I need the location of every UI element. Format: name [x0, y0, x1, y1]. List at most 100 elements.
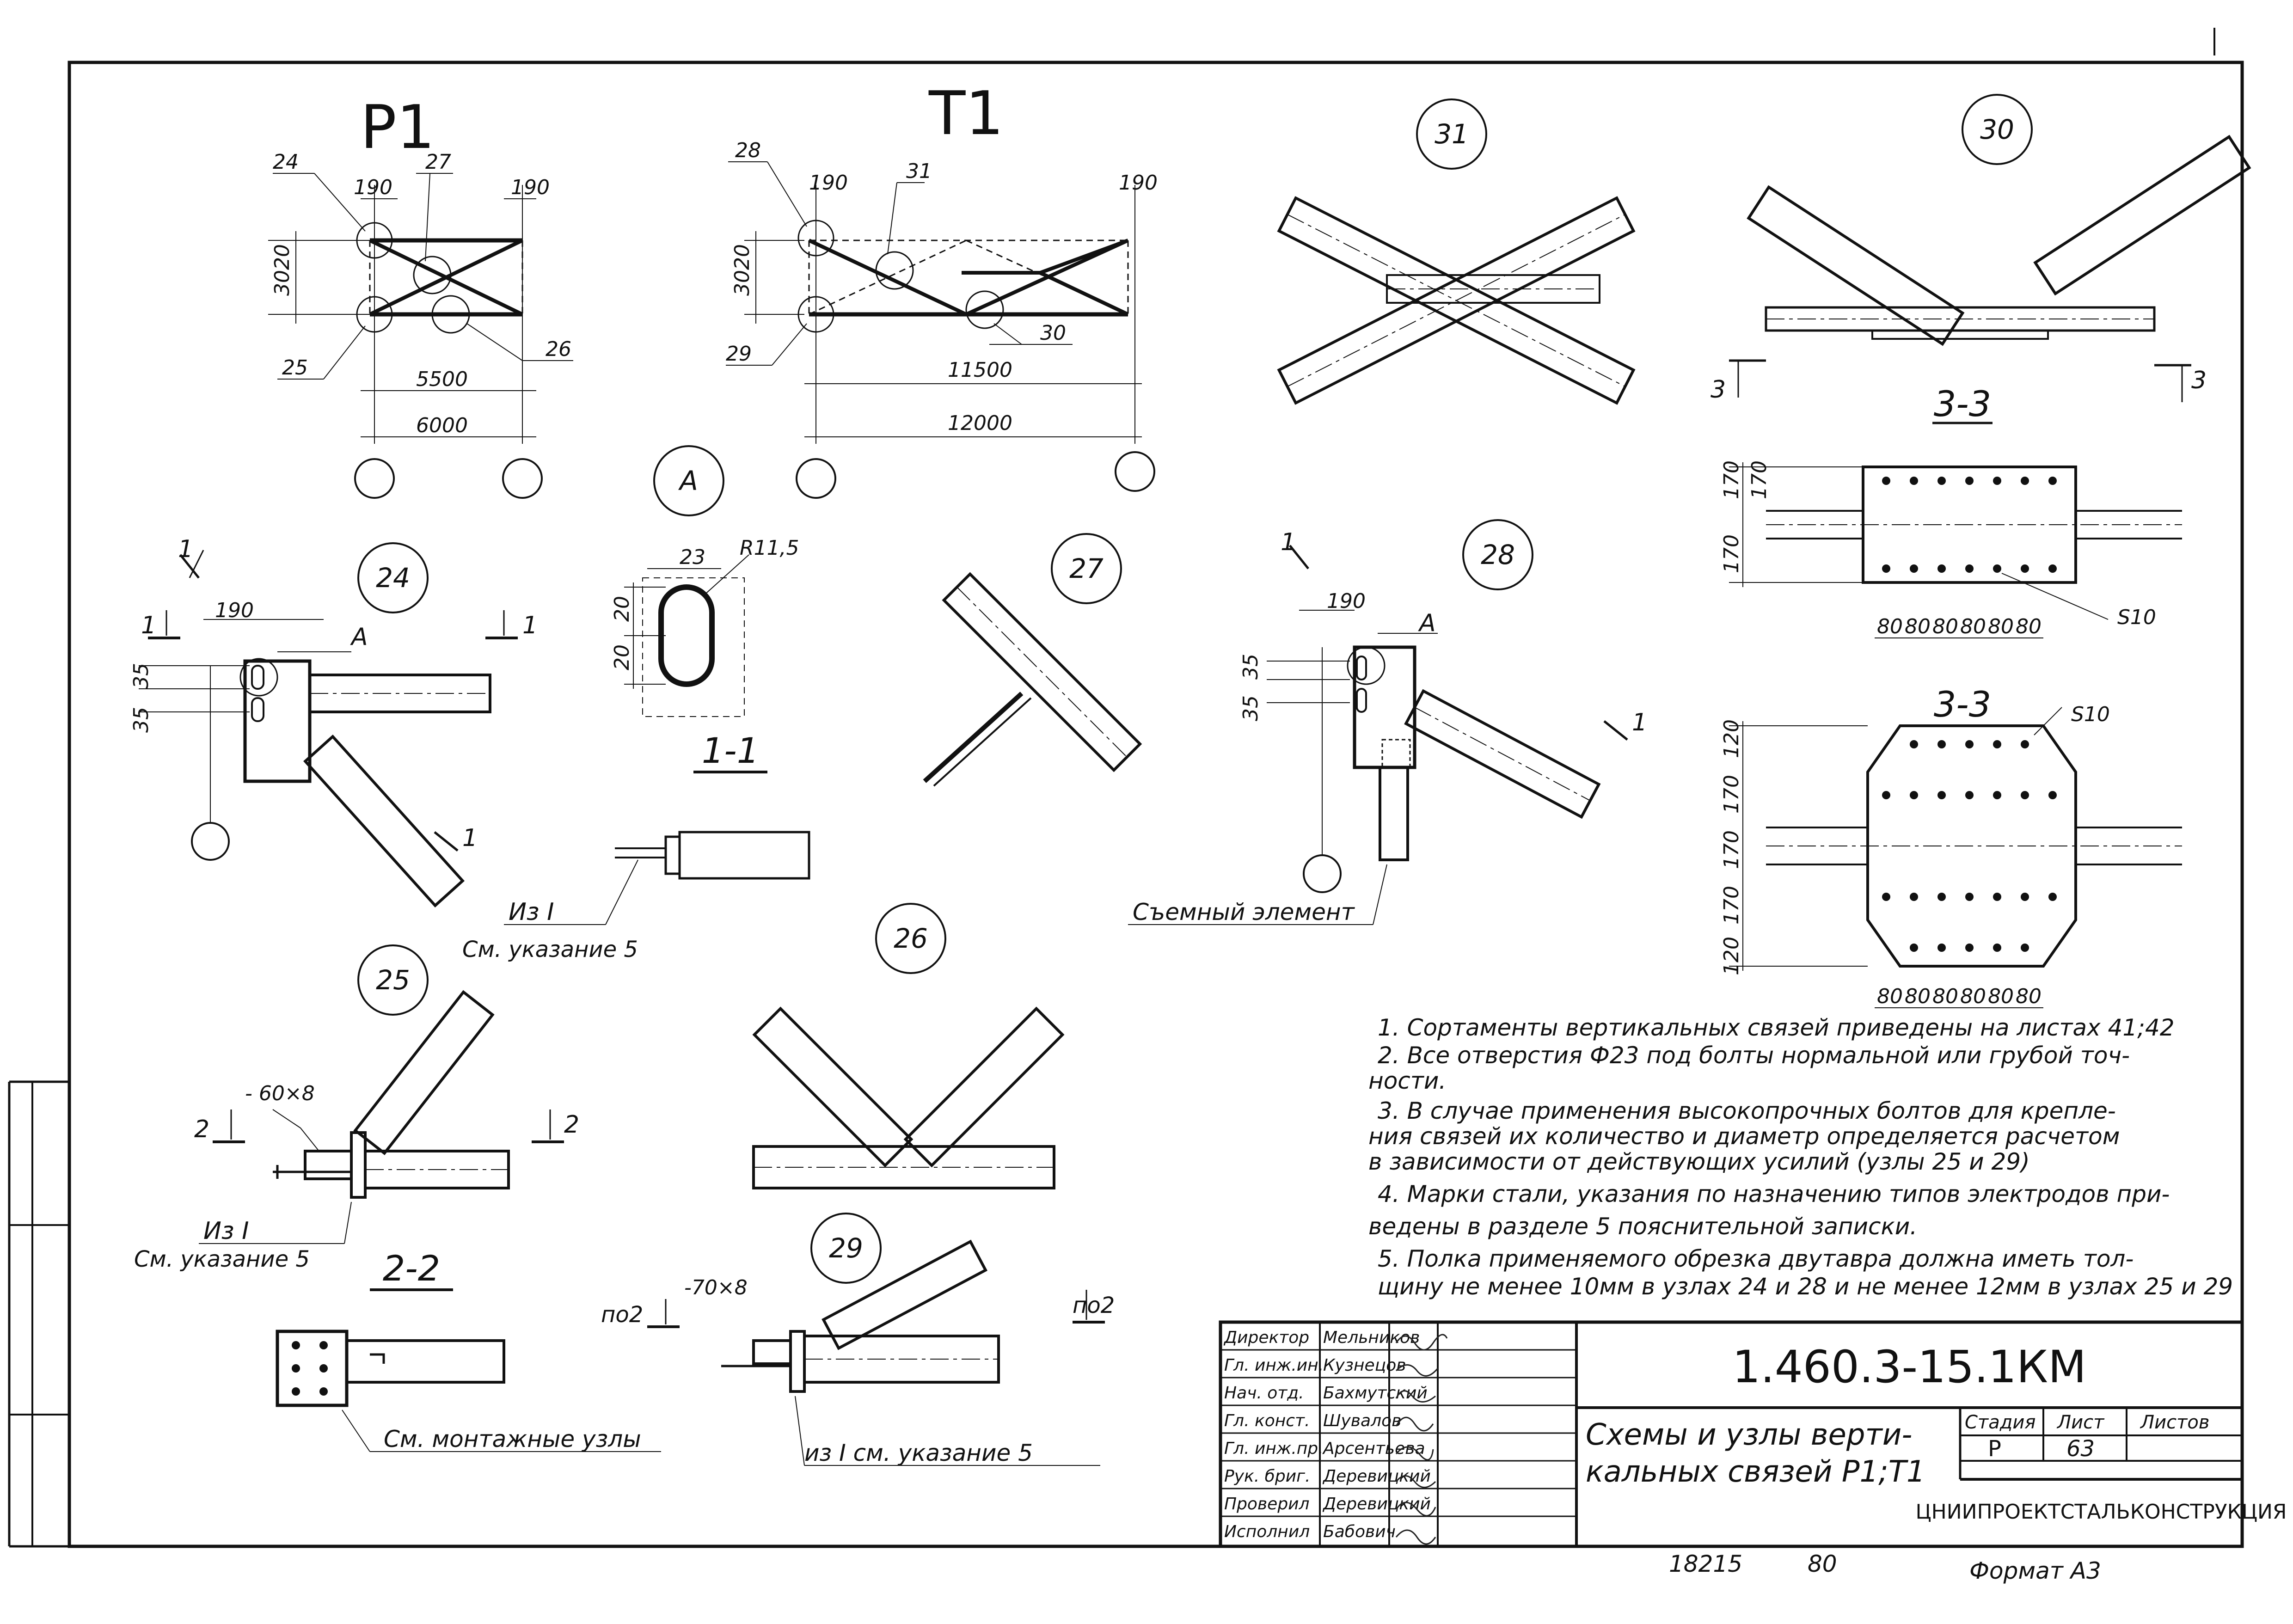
section-2-2: 2-2 [383, 1248, 440, 1289]
plate-s10-2: S10 [2071, 703, 2110, 726]
n28-removable-label: Съемный элемент [1133, 899, 1355, 925]
n24-cut-bottom: 1 [462, 824, 478, 852]
p30-dim-170b: 170 [1747, 460, 1771, 499]
node-27-drawing [923, 572, 1142, 787]
name-chief-engineer: Кузнецов [1323, 1356, 1406, 1375]
signatures [1395, 1334, 1448, 1545]
t1-label-31: 31 [906, 159, 932, 183]
scheme-t1-title: Т1 [928, 78, 1004, 148]
n24-dim-35a: 35 [129, 707, 153, 733]
n29-note: из I см. указание 5 [804, 1440, 1033, 1466]
node-31-drawing [1277, 196, 1636, 405]
detail-a-dim-20b: 20 [610, 644, 634, 670]
p30-dim-80-9: 80 [1932, 985, 1958, 1008]
footer: 18215 80 Формат А3 [1669, 1550, 2101, 1584]
node-bubble-labels: 31 30 24 A 27 28 25 26 29 [376, 114, 2014, 1264]
n29-cut-right: по2 [1073, 1293, 1115, 1318]
n28-mark-a: A [1418, 609, 1436, 637]
scheme-p1-title: Р1 [360, 92, 435, 162]
bubble-26: 26 [894, 923, 928, 954]
name-author: Бабович [1323, 1522, 1396, 1541]
p1-dim-5500: 5500 [416, 368, 468, 391]
cut-mark-3-right: 3 [2191, 367, 2207, 394]
t1-dim-190-left: 190 [809, 171, 848, 195]
role-project-engineer: Гл. инж.пр. [1224, 1439, 1324, 1458]
node-31-marker [875, 251, 914, 290]
n28-dim-35b: 35 [1239, 654, 1263, 680]
role-team-lead: Рук. бриг. [1224, 1467, 1310, 1486]
bubble-24: 24 [376, 562, 410, 594]
plate-octagon [1866, 724, 2077, 968]
n24-cut-left: 1 [141, 612, 156, 639]
section-3-3-bottom: 3-3 [1934, 684, 1991, 725]
name-director: Мельников [1323, 1328, 1420, 1347]
name-checker: Деревицкий [1322, 1495, 1431, 1514]
note-line-3: ности. [1368, 1067, 1446, 1094]
stage-value: Р [1988, 1436, 2001, 1462]
detail-a-drawing [504, 554, 810, 925]
t1-dim-11500: 11500 [948, 358, 1012, 382]
scheme-p1: Р1 24 27 25 26 190 [268, 92, 573, 499]
role-dept-head: Нач. отд. [1224, 1384, 1304, 1403]
p30-dim-170d: 170 [1720, 775, 1743, 814]
bubble-a: A [678, 465, 698, 496]
p1-dim-190-right: 190 [511, 176, 550, 199]
n24-dim-35b: 35 [129, 663, 153, 689]
node-25-labels: - 60×8 2 2 Из I См. указание 5 2-2 См. м… [134, 1082, 641, 1452]
n29-plate: -70×8 [684, 1276, 748, 1299]
p30-dim-80-6: 80 [2016, 615, 2042, 638]
n28-dim-35a: 35 [1239, 695, 1263, 721]
scheme-t1: Т1 28 31 29 [726, 78, 1158, 499]
p30-dim-120b: 120 [1720, 937, 1743, 975]
bubble-31: 31 [1435, 118, 1469, 150]
p30-dim-170a: 170 [1720, 460, 1743, 499]
note-line-9: 5. Полка применяемого обрезка двутавра д… [1378, 1245, 2134, 1272]
note-line-7: 4. Марки стали, указания по назначению т… [1378, 1181, 2170, 1207]
p1-label-25: 25 [282, 356, 308, 380]
p1-label-27: 27 [425, 150, 451, 174]
note-line-4: 3. В случае применения высокопрочных бол… [1378, 1097, 2116, 1124]
node-24-drawing [139, 550, 518, 908]
role-checker: Проверил [1224, 1495, 1310, 1514]
p30-dim-80-2: 80 [1905, 615, 1931, 638]
node-29-labels: -70×8 по2 по2 из I см. указание 5 [601, 1276, 1115, 1466]
p1-dim-6000: 6000 [416, 414, 468, 437]
bubble-30: 30 [1980, 114, 2014, 145]
p30-dim-80-4: 80 [1960, 615, 1986, 638]
n24-cut-top: 1 [178, 535, 193, 563]
p30-dim-80-1: 80 [1877, 615, 1903, 638]
p30-dim-80-7: 80 [1877, 985, 1903, 1008]
name-project-engineer: Арсентьева [1322, 1439, 1425, 1458]
bubble-27: 27 [1069, 553, 1104, 584]
node-28-drawing [1128, 545, 1628, 925]
stage-label: Стадия [1965, 1412, 2035, 1433]
bubble-29: 29 [829, 1232, 863, 1264]
drawing-title-line-2: кальных связей Р1;Т1 [1586, 1455, 1925, 1489]
p30-dim-120a: 120 [1720, 719, 1743, 758]
t1-dim-12000: 12000 [948, 411, 1012, 435]
role-chief-designer: Гл. конст. [1224, 1411, 1310, 1430]
role-chief-engineer: Гл. инж.ин. [1224, 1356, 1324, 1375]
bubble-25: 25 [376, 964, 410, 996]
p30-dim-80-8: 80 [1905, 985, 1931, 1008]
p30-dim-170e: 170 [1720, 830, 1743, 869]
p1-dim-190-left: 190 [354, 176, 392, 199]
node-bubbles [357, 94, 2033, 1284]
node-24-labels: A 190 35 35 1 1 1 1 [129, 535, 538, 852]
detail-a-radius: R11,5 [740, 536, 799, 560]
p30-dim-80-11: 80 [1988, 985, 2014, 1008]
p30-dim-80-5: 80 [1988, 615, 2014, 638]
p30-dim-170c: 170 [1720, 534, 1743, 573]
n25-plate: - 60×8 [245, 1082, 315, 1105]
t1-dim-190-right: 190 [1119, 171, 1158, 195]
n29-cut-left: по2 [601, 1302, 643, 1328]
drawing-title-line-1: Схемы и узлы верти- [1586, 1418, 1912, 1452]
bubble-28: 28 [1481, 539, 1515, 570]
footer-number-1: 18215 [1669, 1550, 1742, 1577]
t1-label-29: 29 [726, 342, 752, 366]
sheet-frame [8, 28, 2244, 1548]
detail-a-note-from-i: Из I [509, 898, 554, 926]
node-30-drawing [1729, 135, 2251, 1008]
drawing-code: 1.460.3-15.1КМ [1732, 1341, 2086, 1393]
